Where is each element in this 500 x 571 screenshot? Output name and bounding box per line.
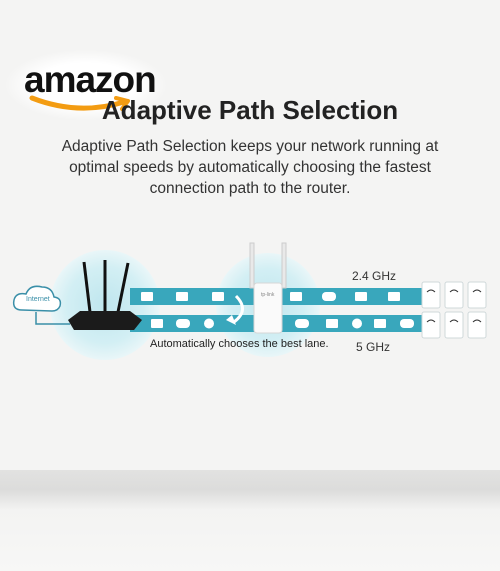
mail-icon [290, 292, 302, 301]
play-icon [352, 318, 362, 329]
wifi-device-icon [421, 281, 441, 309]
play-icon [204, 318, 214, 329]
gamepad-icon [322, 292, 336, 301]
extender-brand-label: tp-link [261, 292, 275, 298]
wifi-device-icon [444, 281, 464, 309]
wifi-device-icon [467, 281, 487, 309]
mail-icon [374, 319, 386, 328]
video-icon [388, 292, 400, 301]
subtitle-line: connection path to the router. [149, 180, 351, 197]
video-icon [176, 292, 188, 301]
wifi-device-icon [421, 311, 441, 339]
mail-icon [212, 292, 224, 301]
wifi-device-icon [444, 311, 464, 339]
subtitle-line: optimal speeds by automatically choosing… [69, 159, 431, 176]
wifi-devices [421, 281, 487, 339]
internet-cloud-icon [12, 285, 70, 325]
gamepad-icon [295, 319, 309, 328]
range-extender-icon [249, 242, 287, 334]
band-5ghz-label: 5 GHz [356, 340, 391, 354]
gamepad-icon [176, 319, 190, 328]
video-icon [326, 319, 338, 328]
internet-label: Internet [26, 296, 50, 303]
subtitle-line: Adaptive Path Selection keeps your netwo… [61, 138, 439, 155]
lane-switch-arrow [233, 294, 244, 324]
headline: Adaptive Path Selection [101, 95, 399, 125]
gamepad-icon [400, 319, 414, 328]
band-24ghz-label: 2.4 GHz [352, 269, 397, 283]
diagram-caption: Automatically chooses the best lane. [150, 338, 329, 350]
mail-icon [141, 292, 153, 301]
mail-icon [151, 319, 163, 328]
subtitle: Adaptive Path Selection keeps your netwo… [40, 136, 460, 199]
mail-icon [355, 292, 367, 301]
wifi-device-icon [467, 311, 487, 339]
router-icon [68, 260, 142, 330]
amazon-smile-icon [29, 95, 130, 111]
bottom-band [0, 470, 500, 571]
amazon-logo-text: amazon [24, 59, 157, 100]
